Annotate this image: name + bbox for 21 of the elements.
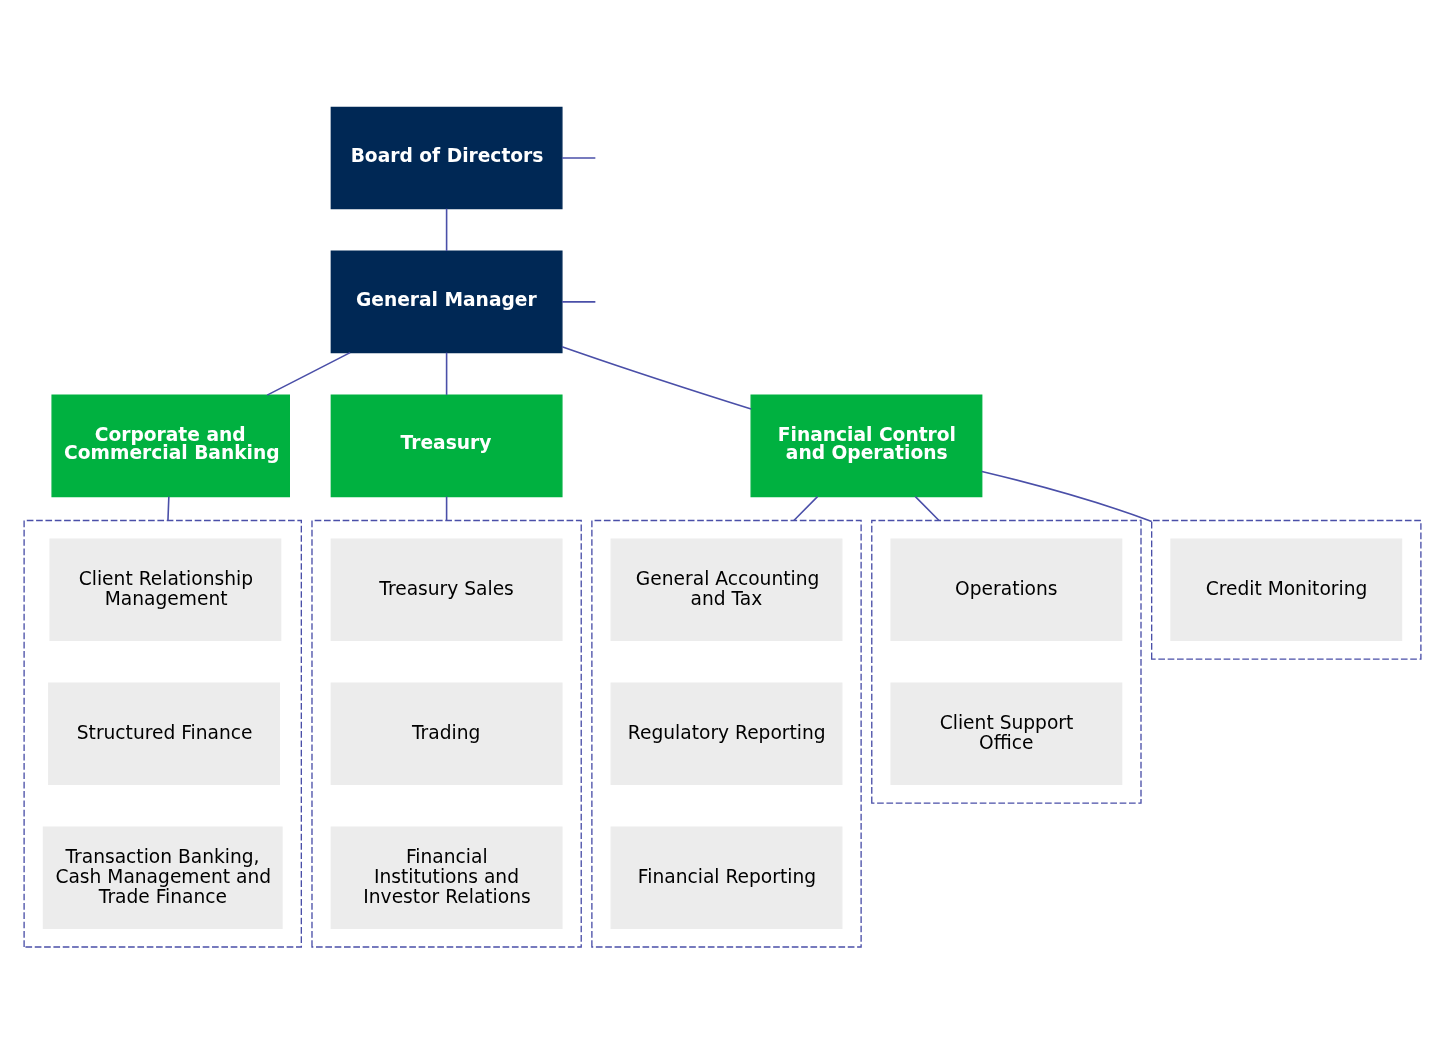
connector — [445, 351, 448, 396]
cluster — [311, 519, 582, 948]
connector — [561, 345, 752, 410]
node-box: Financial Control and Operations — [750, 394, 983, 497]
connector — [561, 156, 597, 159]
connector — [266, 351, 351, 396]
cluster — [591, 519, 862, 948]
node-box: Corporate and Commercial Banking — [51, 394, 290, 497]
cluster — [871, 519, 1142, 804]
node-box: Treasury — [330, 394, 563, 497]
connector — [167, 495, 170, 521]
cluster — [23, 519, 302, 948]
connector — [445, 207, 448, 252]
node-box: Board of Directors — [330, 106, 563, 209]
connector — [981, 470, 1153, 522]
connector — [793, 495, 819, 521]
connector — [914, 495, 940, 521]
cluster — [1151, 519, 1422, 660]
connector — [445, 495, 448, 521]
connector — [561, 300, 597, 303]
node-box: General Manager — [330, 250, 563, 353]
